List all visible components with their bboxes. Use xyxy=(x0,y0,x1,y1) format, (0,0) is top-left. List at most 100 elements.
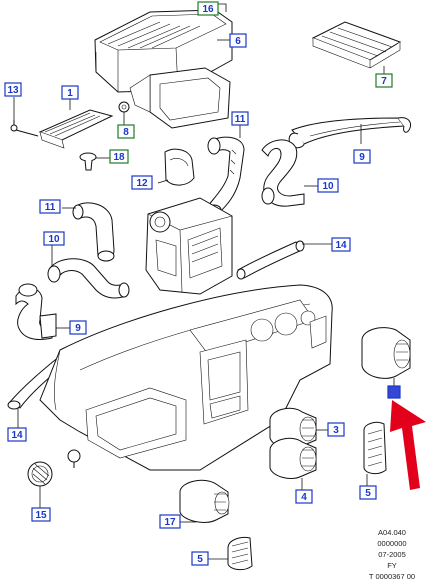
callout-label: 9 xyxy=(353,149,371,164)
callout-number: 16 xyxy=(202,4,214,15)
lower-center-vent xyxy=(179,479,230,523)
callout-label: 5 xyxy=(191,551,209,566)
callout-box xyxy=(231,111,249,126)
callout-number: 13 xyxy=(7,85,19,96)
callout-number: 10 xyxy=(322,181,334,192)
callout-label: 12 xyxy=(131,175,153,190)
callout-box xyxy=(331,237,351,252)
callout-box xyxy=(197,1,219,16)
callout-label: 15 xyxy=(31,507,51,522)
highlight-arrow xyxy=(390,400,426,490)
callout-box xyxy=(159,514,181,529)
callout-number: 3 xyxy=(333,425,339,436)
callout-label: 9 xyxy=(69,320,87,335)
callout-box xyxy=(61,85,79,100)
side-vent-grille-right xyxy=(363,421,387,475)
bracket-duct xyxy=(164,148,195,186)
callout-label: 11 xyxy=(39,199,61,214)
callout-number: 12 xyxy=(136,178,148,189)
center-vent-lower xyxy=(269,437,317,479)
callout-number: 10 xyxy=(48,234,60,245)
callout-box xyxy=(7,427,27,442)
callout-label: 16 xyxy=(197,1,219,16)
callout-box xyxy=(69,320,87,335)
dashboard-panel xyxy=(39,284,333,471)
callout-box xyxy=(43,231,65,246)
left-lower-duct xyxy=(15,283,57,340)
ref-code-line: FY xyxy=(387,561,397,570)
callout-box xyxy=(353,149,371,164)
callout-label: 6 xyxy=(229,33,247,48)
callout-box xyxy=(375,73,393,88)
callout-label: 4 xyxy=(295,489,313,504)
callout-number: 15 xyxy=(35,510,47,521)
callout-number: 14 xyxy=(11,430,23,441)
callout-number: 11 xyxy=(45,202,56,213)
retaining-clip xyxy=(118,101,130,113)
callout-label: 1 xyxy=(61,85,79,100)
callout-box xyxy=(131,175,153,190)
upper-right-duct xyxy=(288,117,411,149)
callout-box xyxy=(117,124,135,139)
center-defrost-duct xyxy=(206,136,245,216)
callout-number: 9 xyxy=(75,323,81,334)
callout-number: 9 xyxy=(359,152,365,163)
callout-label: 7 xyxy=(375,73,393,88)
hvac-heater-unit xyxy=(145,197,233,295)
callout-box xyxy=(229,33,247,48)
callout-box xyxy=(317,178,339,193)
ref-code-line: 07-2005 xyxy=(378,550,406,559)
callout-box xyxy=(31,507,51,522)
right-curved-duct xyxy=(261,139,305,207)
callout-label: 14 xyxy=(7,427,27,442)
callout-number: 14 xyxy=(335,240,347,251)
callout-label: 5 xyxy=(359,485,377,500)
callout-box xyxy=(109,149,129,164)
callout-box xyxy=(191,551,209,566)
callout-number: 5 xyxy=(365,488,371,499)
callout-number: 4 xyxy=(301,492,307,503)
callout-number: 17 xyxy=(164,517,176,528)
callout-label: 11 xyxy=(231,111,249,126)
callout-label: 18 xyxy=(109,149,129,164)
callout-box xyxy=(4,82,22,97)
callout-number: 1 xyxy=(67,88,73,99)
callout-number: 18 xyxy=(113,152,125,163)
ref-code-line: T 0000367 00 xyxy=(369,572,415,581)
callout-number: 6 xyxy=(235,36,241,47)
callout-number: 7 xyxy=(381,76,387,87)
callout-number: 8 xyxy=(123,127,129,138)
callout-label: 8 xyxy=(117,124,135,139)
reference-code-block: A04.040 0000000 07-2005 FY T 0000367 00 xyxy=(369,528,415,581)
callout-box xyxy=(39,199,61,214)
drain-hose-center xyxy=(236,240,305,280)
callout-number: 5 xyxy=(197,554,203,565)
blower-housing xyxy=(94,9,233,129)
side-vent-right xyxy=(361,327,411,379)
round-side-vent xyxy=(27,461,53,487)
left-upper-duct xyxy=(72,202,115,262)
callout-label: 3 xyxy=(327,422,345,437)
callout-box xyxy=(295,489,313,504)
retaining-screw xyxy=(10,120,39,137)
callout-label: 13 xyxy=(4,82,22,97)
callout-box xyxy=(327,422,345,437)
lower-vent-grille xyxy=(227,537,253,571)
defrost-vent-grille xyxy=(38,109,114,149)
callout-box xyxy=(387,385,401,399)
callout-label: 14 xyxy=(331,237,351,252)
callout-label: 10 xyxy=(317,178,339,193)
ref-code-line: 0000000 xyxy=(377,539,406,548)
callout-label: 17 xyxy=(159,514,181,529)
callout-box xyxy=(359,485,377,500)
callout-label: 10 xyxy=(43,231,65,246)
callout-number: 11 xyxy=(235,114,246,125)
cabin-air-filter xyxy=(311,21,402,69)
push-pin-fastener xyxy=(79,152,97,171)
ref-code-line: A04.040 xyxy=(378,528,406,537)
callout-label xyxy=(387,385,401,399)
left-curved-duct xyxy=(47,258,130,299)
